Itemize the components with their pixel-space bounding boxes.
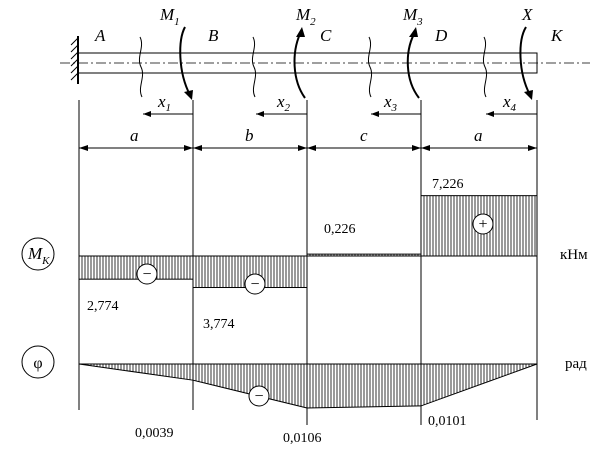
section-break-3 bbox=[367, 36, 373, 98]
section-break-4 bbox=[482, 36, 488, 98]
svg-text:−: − bbox=[254, 388, 263, 405]
torque-bars bbox=[78, 195, 538, 289]
coord-x3: x3 bbox=[371, 92, 421, 117]
torque-diagram: MK кНм 2,774 3,774 0,226 7,226 − − + bbox=[21, 177, 588, 332]
section-label-a: A bbox=[94, 26, 106, 45]
torque-value-4: 7,226 bbox=[432, 177, 464, 192]
section-break-2 bbox=[251, 36, 257, 98]
moment-label-1: M1 bbox=[159, 5, 180, 28]
twist-hatching bbox=[81, 364, 536, 408]
shaft-assembly: A B C D K M1 M2 M3 X x1 bbox=[60, 5, 590, 117]
svg-text:x4: x4 bbox=[502, 92, 517, 114]
moment-label-2: M2 bbox=[295, 5, 316, 28]
twist-label: φ bbox=[33, 355, 42, 372]
svg-text:−: − bbox=[250, 276, 259, 293]
twist-unit: рад bbox=[565, 356, 587, 372]
torque-value-2: 3,774 bbox=[203, 317, 235, 332]
coord-x2: x2 bbox=[256, 92, 307, 117]
twist-curve bbox=[78, 363, 538, 409]
length-label-3: c bbox=[360, 126, 368, 145]
twist-diagram: φ рад 0,0039 0,0106 0,0101 − bbox=[21, 345, 587, 446]
section-break-1 bbox=[138, 36, 144, 98]
moment-arrow-1 bbox=[179, 26, 193, 100]
twist-value-2: 0,0106 bbox=[283, 431, 322, 446]
twist-value-1: 0,0039 bbox=[135, 426, 174, 441]
torque-label: MK bbox=[27, 244, 50, 267]
coord-x1: x1 bbox=[143, 92, 193, 117]
length-label-4: a bbox=[474, 126, 483, 145]
torque-value-3: 0,226 bbox=[324, 222, 356, 237]
coord-x4: x4 bbox=[486, 92, 537, 117]
length-label-2: b bbox=[245, 126, 254, 145]
length-dimensions: a b c a bbox=[79, 126, 537, 151]
twist-sign: − bbox=[248, 385, 270, 407]
twist-label-circle bbox=[21, 345, 55, 379]
torque-sign-2: − bbox=[244, 273, 266, 295]
svg-text:x2: x2 bbox=[276, 92, 291, 114]
svg-text:x1: x1 bbox=[157, 92, 171, 114]
section-label-b: B bbox=[208, 26, 219, 45]
section-label-k: K bbox=[550, 26, 564, 45]
svg-text:x3: x3 bbox=[383, 92, 398, 114]
moment-label-x: X bbox=[521, 5, 533, 24]
svg-text:−: − bbox=[142, 266, 151, 283]
torque-unit: кНм bbox=[560, 247, 588, 263]
section-label-d: D bbox=[434, 26, 448, 45]
torque-bar-4 bbox=[420, 195, 538, 257]
torque-sign-1: − bbox=[136, 263, 158, 285]
svg-text:+: + bbox=[478, 216, 487, 233]
section-label-c: C bbox=[320, 26, 332, 45]
moment-label-3: M3 bbox=[402, 5, 423, 28]
moment-arrow-x bbox=[519, 26, 533, 100]
torque-label-circle bbox=[21, 237, 55, 271]
length-label-1: a bbox=[130, 126, 139, 145]
twist-value-3: 0,0101 bbox=[428, 414, 467, 429]
moment-arrow-2 bbox=[293, 27, 306, 99]
support-hatching bbox=[70, 37, 79, 81]
moment-arrow-3 bbox=[406, 27, 420, 99]
torque-sign-4: + bbox=[472, 213, 494, 235]
torque-value-1: 2,774 bbox=[87, 299, 119, 314]
